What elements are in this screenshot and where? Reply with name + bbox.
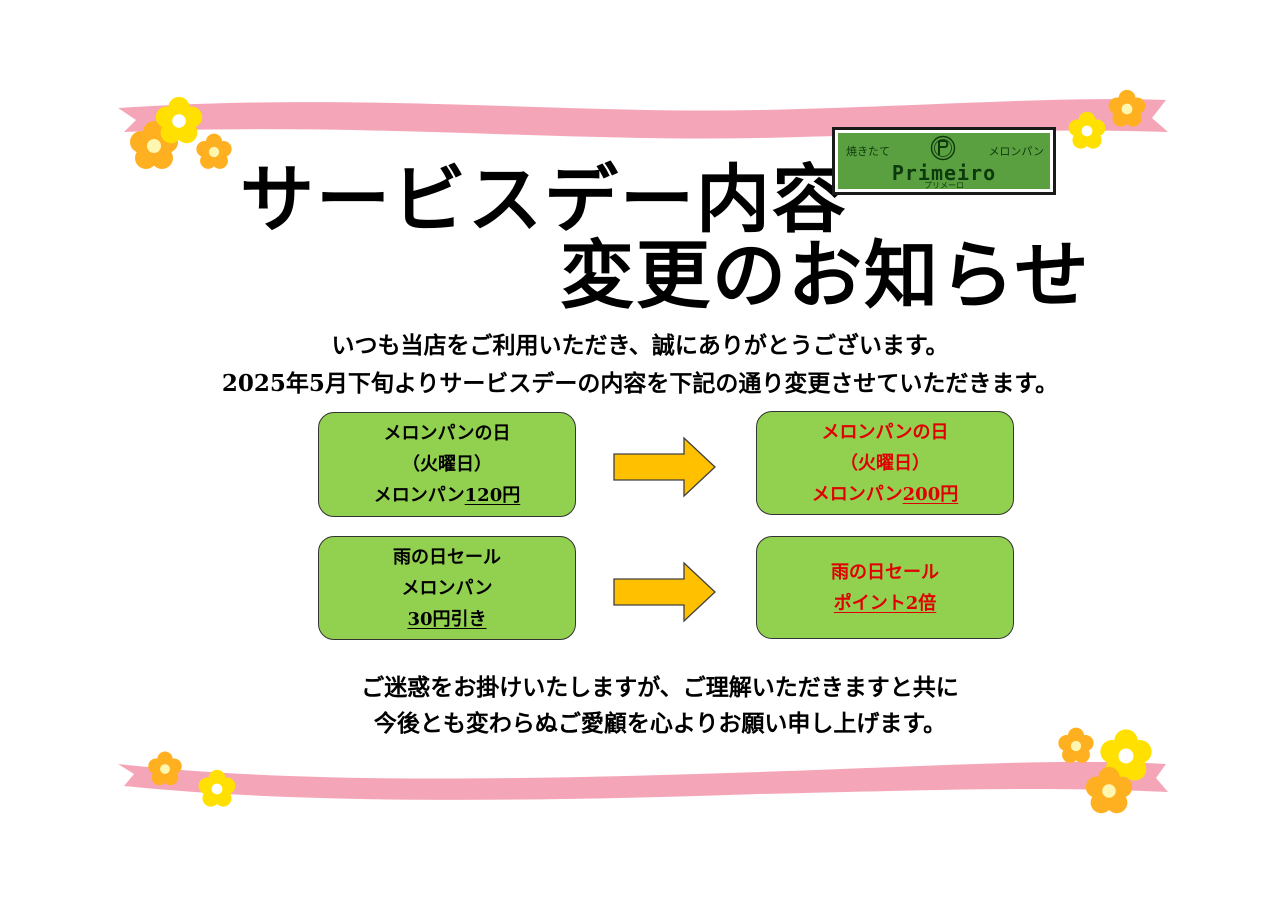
change1-after-price: 200円: [902, 483, 959, 505]
change1-before-item: メロンパン: [373, 485, 465, 506]
logo-subtitle: プリメーロ: [924, 181, 964, 189]
change2-after-box: 雨の日セール ポイント2倍: [756, 536, 1014, 639]
flower-icon: [1068, 111, 1106, 149]
change2-before-box: 雨の日セール メロンパン 30円引き: [318, 536, 576, 640]
intro-line2: 2025年5月下旬よりサービスデーの内容を下記の通り変更させていただきます。: [221, 370, 1059, 397]
primeiro-emblem-icon: [930, 135, 956, 161]
flower-icon: [198, 769, 236, 807]
change2-before-line1: 雨の日セール: [393, 546, 501, 568]
change1-after-box: メロンパンの日 （火曜日） メロンパン200円: [756, 411, 1014, 515]
closing-line2: 今後とも変わらぬご愛顧を心よりお願い申し上げます。: [373, 710, 947, 737]
flower-icon: [1085, 766, 1133, 814]
flower-icon: [1100, 729, 1152, 781]
logo-right-text: メロンパン: [988, 145, 1044, 158]
change1-after-line3: メロンパン200円: [812, 479, 958, 510]
flower-icon: [1058, 727, 1094, 763]
change1-before-line3: メロンパン120円: [374, 480, 520, 511]
change2-after-line2: ポイント2倍: [833, 592, 937, 614]
arrow-right-icon: [613, 436, 716, 498]
change1-after-line2: （火曜日）: [840, 452, 930, 474]
change1-before-line2: （火曜日）: [402, 454, 492, 475]
change1-after-line1: メロンパンの日: [821, 421, 949, 443]
change1-before-price: 120円: [464, 485, 521, 506]
flower-icon: [196, 133, 232, 169]
page-title-line2: 変更のお知らせ: [560, 233, 1091, 319]
logo-background: 焼きたて メロンパン Primeiro プリメーロ: [838, 133, 1050, 189]
flower-icon: [155, 96, 203, 144]
change2-after-line1: 雨の日セール: [831, 561, 939, 583]
store-logo: 焼きたて メロンパン Primeiro プリメーロ: [832, 127, 1056, 195]
arrow-right-icon: [613, 561, 716, 623]
change2-before-line2: メロンパン: [401, 577, 493, 599]
change1-before-line1: メロンパンの日: [383, 423, 511, 444]
page-title-line1: サービスデー内容: [240, 157, 848, 243]
flower-icon: [1108, 89, 1146, 127]
logo-left-text: 焼きたて: [846, 145, 890, 158]
bottom-ribbon: [118, 761, 1168, 800]
logo-brand: Primeiro: [891, 161, 997, 185]
change2-before-line3: 30円引き: [407, 608, 487, 630]
change1-after-item: メロンパン: [811, 483, 903, 505]
change1-before-box: メロンパンの日 （火曜日） メロンパン120円: [318, 412, 576, 517]
intro-line1: いつも当店をご利用いただき、誠にありがとうございます。: [331, 332, 949, 359]
flower-icon: [148, 751, 182, 786]
closing-line1: ご迷惑をお掛けいたしますが、ご理解いただきますと共に: [361, 674, 959, 701]
